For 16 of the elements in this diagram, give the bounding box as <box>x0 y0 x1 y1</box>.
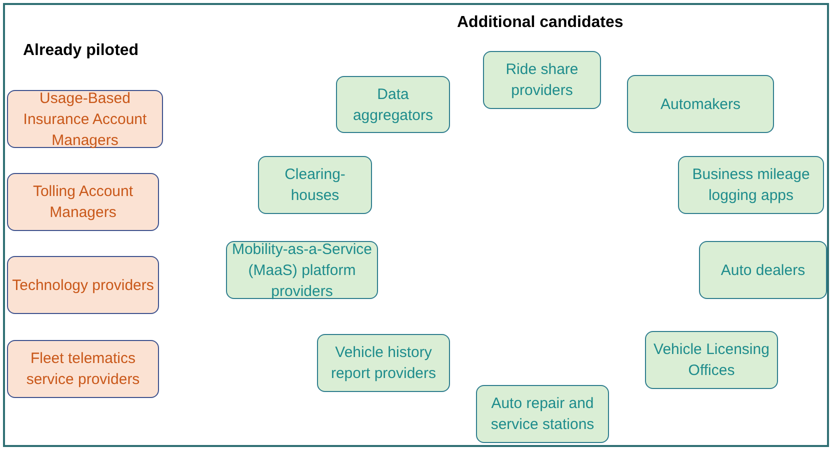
stakeholder-box: Business mileage logging apps <box>678 156 824 214</box>
group-heading: Additional candidates <box>457 14 624 32</box>
stakeholder-box: Fleet telematics service providers <box>7 340 159 398</box>
stakeholder-box: Mobility-as-a-Service (MaaS) platform providers <box>226 241 378 299</box>
stakeholder-box: Tolling Account Managers <box>7 173 159 231</box>
stakeholder-box: Clearing-houses <box>258 156 372 214</box>
stakeholder-box: Usage-Based Insurance Account Managers <box>7 90 163 148</box>
stakeholder-box: Ride share providers <box>483 51 601 109</box>
stakeholder-box: Auto dealers <box>699 241 827 299</box>
group-heading: Already piloted <box>23 42 139 60</box>
stakeholder-box: Vehicle Licensing Offices <box>645 331 778 389</box>
stakeholder-box: Auto repair and service stations <box>476 385 609 443</box>
stakeholder-box: Data aggregators <box>336 76 450 133</box>
stakeholder-box: Technology providers <box>7 256 159 314</box>
stakeholder-box: Vehicle history report providers <box>317 334 450 392</box>
stakeholder-box: Automakers <box>627 75 774 133</box>
